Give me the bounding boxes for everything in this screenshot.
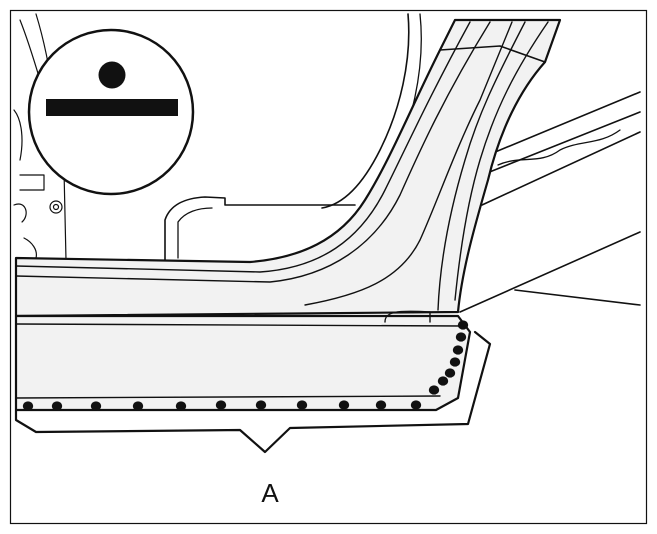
spot-weld [90,401,102,411]
rocker-panel [14,310,492,454]
pillar-panel [14,18,562,318]
spot-weld [428,385,440,395]
spot-weld [132,401,144,411]
spot-weld [215,400,227,410]
spot-weld [338,400,350,410]
spot-weld [296,400,308,410]
spot-weld-group [22,320,469,411]
callout-label-a: A [261,478,279,508]
spot-weld [51,401,63,411]
spot-weld [375,400,387,410]
spot-weld [452,345,464,355]
weld-symbol-callout [27,28,195,196]
spot-weld [449,357,461,367]
spot-weld [175,401,187,411]
spot-weld [437,376,449,386]
spot-weld [455,332,467,342]
spot-weld [410,400,422,410]
spot-weld [457,320,469,330]
spot-weld [22,401,34,411]
weld-dot-over-bar-icon [46,61,178,116]
spot-weld [444,368,456,378]
spot-weld [255,400,267,410]
